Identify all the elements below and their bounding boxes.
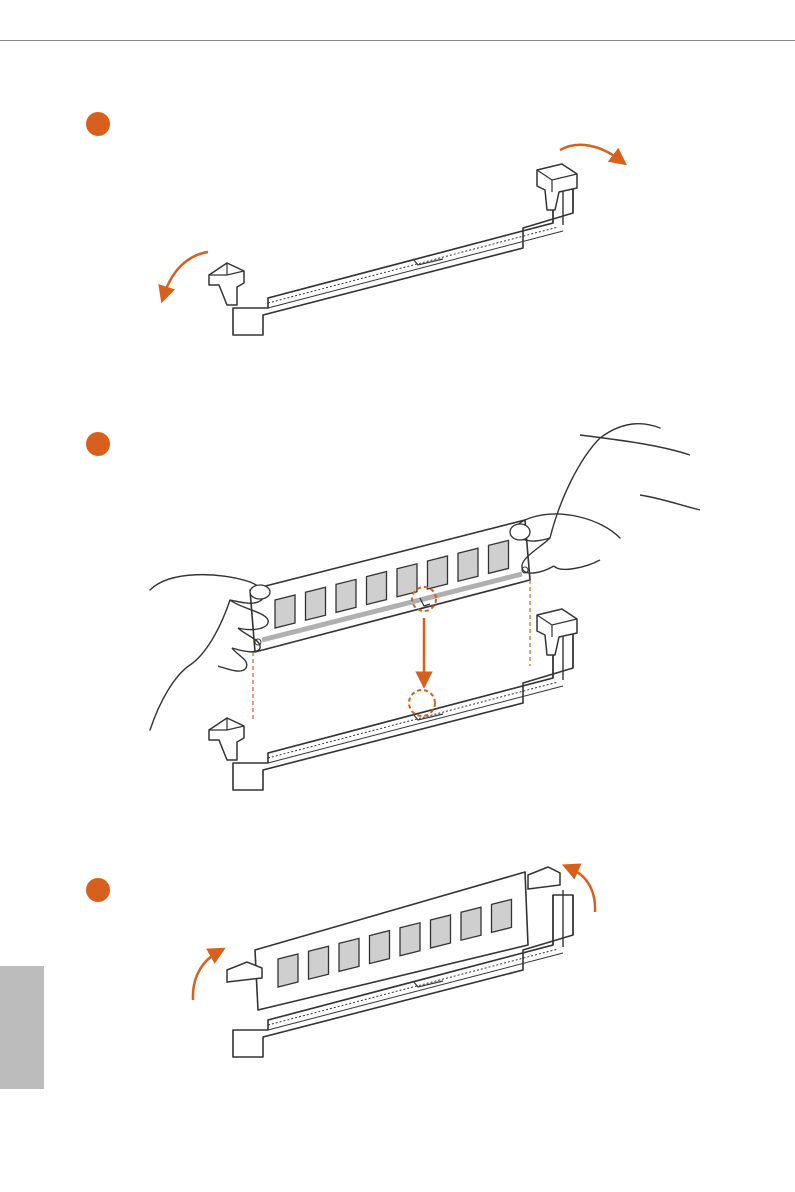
- step-3-module-chip-1: [278, 954, 298, 987]
- step-3-module-chip-5: [400, 923, 420, 956]
- step-3-module-chip-6: [431, 915, 451, 948]
- step-3-right-latch-closed: [528, 867, 560, 889]
- step-3-left-arrow: [193, 952, 218, 1000]
- step-2-module-chip-2: [306, 587, 326, 620]
- step-2-module-chip-4: [367, 572, 387, 605]
- step-2-module-chip-8: [489, 540, 509, 573]
- step-3-module-chip-3: [339, 938, 359, 971]
- step-1-left-arrow: [164, 252, 208, 295]
- step-2-module-chip-6: [428, 556, 448, 589]
- step-3-module-chip-2: [309, 946, 329, 979]
- step-3-module-chip-4: [370, 931, 390, 964]
- step-1-illustration: [233, 168, 573, 335]
- step-2-left-latch-open: [209, 718, 244, 760]
- step-2-memory-module: [250, 520, 530, 652]
- step-2-right-hand: [510, 424, 660, 573]
- step-2-module-chip-3: [336, 579, 356, 612]
- step-1-right-arrow: [560, 145, 620, 160]
- step-3-module-chip-8: [492, 899, 512, 932]
- step-2-module-chip-1: [275, 595, 295, 628]
- step-3-module-chip-7: [461, 907, 481, 940]
- step-2-illustration-slot: [233, 623, 573, 790]
- step-2-module-chip-7: [458, 548, 478, 581]
- step-1-left-latch-open: [209, 263, 244, 305]
